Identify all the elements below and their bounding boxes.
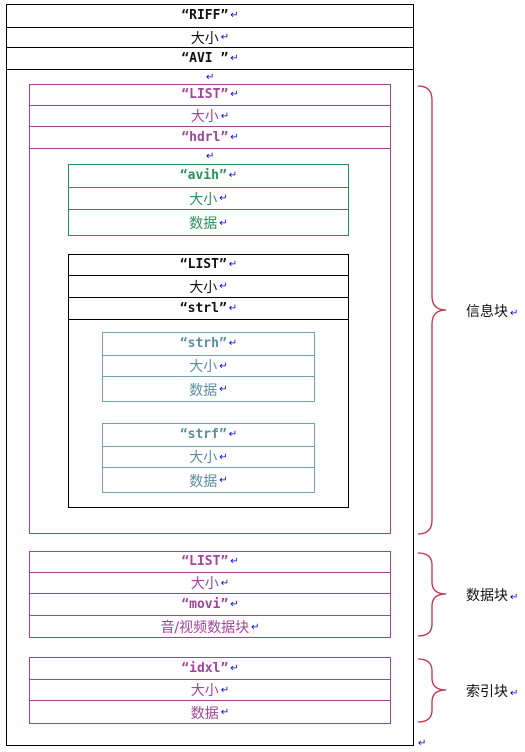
movi-list-size-text: 大小 (190, 576, 219, 592)
paragraph-mark-icon: ↵ (219, 193, 228, 204)
index-brace-icon (417, 658, 447, 723)
riff-id-cell: “RIFF”↵ (6, 4, 414, 28)
movi-list-size-cell: 大小↵ (29, 573, 391, 594)
hdrl-list-id-text: “LIST” (181, 87, 229, 102)
paragraph-mark-icon: ↵ (228, 303, 238, 314)
strl-list-size-cell: 大小↵ (68, 276, 349, 298)
movi-payload-text: 音/视频数据块 (160, 620, 250, 636)
paragraph-mark-icon: ↵ (220, 110, 230, 122)
strf-size-cell: 大小↵ (102, 447, 315, 468)
paragraph-mark-icon: ↵ (230, 599, 239, 610)
riff-id-text: “RIFF” (181, 8, 229, 23)
avih-size-text: 大小 (189, 191, 218, 208)
data-brace-icon (417, 552, 447, 637)
strh-data-cell: 数据↵ (102, 377, 315, 402)
paragraph-mark-icon: ↵ (251, 621, 260, 633)
idx1-data-cell: 数据↵ (29, 701, 391, 724)
idx1-id-cell: “idxl”↵ (29, 657, 391, 680)
strl-type-text: “strl” (179, 301, 227, 316)
movi-list-id-cell: “LIST”↵ (29, 551, 391, 573)
strl-list-size-text: 大小 (189, 279, 218, 296)
avih-id-text: “avih” (179, 168, 227, 183)
riff-container (6, 4, 414, 746)
idx1-id-text: “idxl” (181, 660, 229, 676)
strf-size-text: 大小 (189, 450, 218, 466)
avih-size-cell: 大小↵ (68, 188, 349, 210)
paragraph-mark-icon: ↵ (230, 10, 239, 21)
paragraph-mark-icon: ↵ (228, 170, 238, 181)
hdrl-list-size-cell: 大小↵ (29, 106, 391, 127)
hdrl-type-text: “hdrl” (181, 130, 229, 145)
info-block-label: 信息块↵ (466, 301, 518, 321)
strh-size-cell: 大小↵ (102, 356, 315, 377)
paragraph-mark-icon: ↵ (219, 451, 228, 463)
paragraph-mark-icon: ↵ (230, 556, 239, 567)
idx1-chunk-box (29, 657, 391, 724)
strl-type-cell: “strl”↵ (68, 298, 349, 320)
info-block-label-text: 信息块 (466, 304, 508, 320)
paragraph-mark-icon: ↵ (219, 360, 228, 372)
paragraph-mark-icon: ↵ (220, 32, 230, 43)
paragraph-mark-icon: ↵ (220, 684, 230, 696)
data-block-label-text: 数据块 (466, 588, 508, 604)
paragraph-mark-icon: ↵ (230, 53, 239, 64)
strl-list-id-text: “LIST” (179, 257, 227, 272)
paragraph-mark-icon: ↵ (228, 259, 238, 270)
strh-chunk-box (102, 332, 315, 402)
strf-chunk-box (102, 423, 315, 493)
strh-data-text: 数据 (189, 382, 218, 399)
movi-type-text: “movi” (181, 597, 229, 612)
paragraph-mark-icon: ↵ (219, 475, 228, 486)
paragraph-mark-icon: ↵ (219, 281, 228, 292)
info-brace-icon (417, 85, 447, 535)
strf-id-cell: “strf”↵ (102, 423, 315, 447)
index-block-label-text: 索引块 (466, 684, 508, 700)
hdrl-list-id-cell: “LIST”↵ (29, 84, 391, 106)
strf-data-text: 数据 (189, 473, 218, 490)
strh-id-cell: “strh”↵ (102, 332, 315, 356)
paragraph-mark-icon: ↵ (220, 707, 230, 718)
movi-type-cell: “movi”↵ (29, 594, 391, 616)
idx1-data-text: 数据 (190, 705, 219, 722)
paragraph-mark-icon: ↵ (230, 89, 239, 100)
riff-size-text: 大小 (190, 30, 219, 47)
movi-list-box (29, 551, 391, 638)
riff-type-text: “AVI ” (181, 51, 229, 66)
paragraph-mark-icon: ↵ (510, 688, 519, 699)
riff-type-cell: “AVI ”↵ (6, 48, 414, 70)
idx1-size-cell: 大小↵ (29, 680, 391, 701)
hdrl-type-cell: “hdrl”↵ (29, 127, 391, 149)
paragraph-mark-icon: ↵ (230, 132, 239, 143)
idx1-size-text: 大小 (190, 683, 219, 699)
movi-list-id-text: “LIST” (181, 554, 229, 569)
paragraph-mark-icon: ↵ (510, 592, 519, 603)
strf-data-cell: 数据↵ (102, 468, 315, 493)
paragraph-mark-icon: ↵ (219, 217, 228, 229)
strf-id-text: “strf” (179, 427, 227, 442)
strh-id-text: “strh” (179, 336, 227, 351)
avih-chunk-box (68, 164, 349, 236)
paragraph-mark-icon: ↵ (219, 384, 228, 395)
paragraph-mark-icon: ↵ (206, 151, 215, 162)
strl-list-id-cell: “LIST”↵ (68, 254, 349, 276)
paragraph-mark-icon: ↵ (510, 308, 519, 319)
data-block-label: 数据块↵ (466, 585, 518, 605)
movi-payload-cell: 音/视频数据块↵ (29, 616, 391, 638)
paragraph-mark-icon: ↵ (230, 662, 239, 674)
paragraph-mark-icon: ↵ (418, 738, 427, 749)
paragraph-mark-icon: ↵ (228, 338, 238, 349)
hdrl-list-box (29, 84, 391, 534)
avih-id-cell: “avih”↵ (68, 164, 349, 188)
paragraph-mark-icon: ↵ (220, 577, 230, 589)
strl-list-box (68, 254, 349, 508)
avih-data-cell: 数据↵ (68, 210, 349, 236)
riff-size-cell: 大小↵ (6, 28, 414, 48)
avih-data-text: 数据 (189, 216, 218, 232)
hdrl-list-size-text: 大小 (190, 109, 219, 125)
strh-size-text: 大小 (189, 359, 218, 375)
paragraph-mark-icon: ↵ (228, 429, 238, 440)
paragraph-mark-icon: ↵ (206, 72, 215, 83)
index-block-label: 索引块↵ (466, 681, 518, 701)
